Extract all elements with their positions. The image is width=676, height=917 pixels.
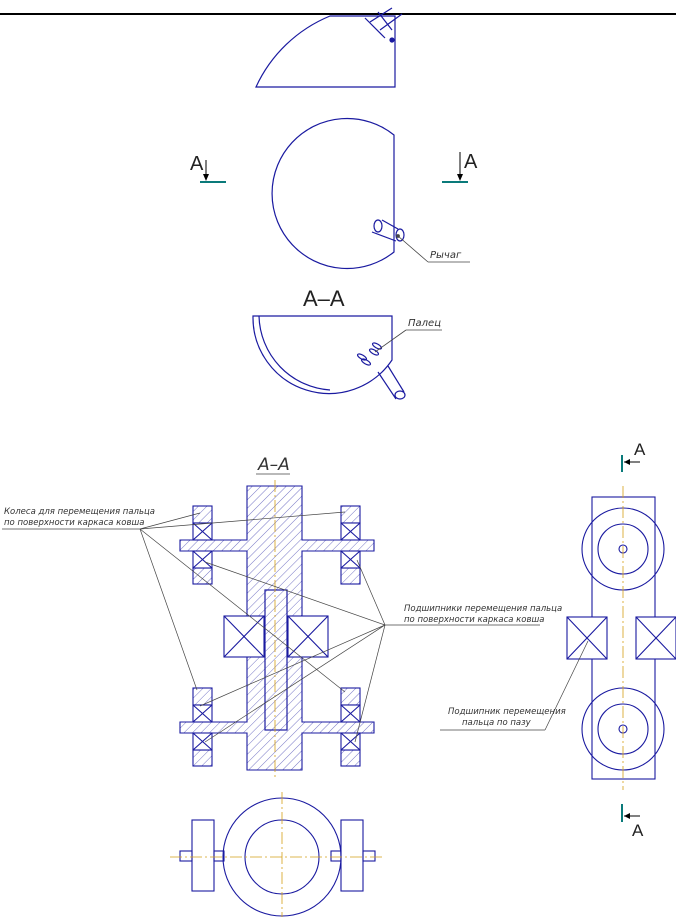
bearings-label-line1: Подшипники перемещения пальца xyxy=(404,604,562,614)
finger-leader xyxy=(374,329,442,353)
cut-letter-top: А xyxy=(634,440,646,459)
finger-label: Палец xyxy=(408,318,441,329)
side-cut-top: А xyxy=(621,440,646,472)
slot-bearing-label-line2: пальца по пазу xyxy=(462,718,532,728)
cutting-plane-right: A xyxy=(442,151,478,183)
cutting-plane-left: A xyxy=(190,153,226,183)
side-cut-bottom: А xyxy=(621,804,644,840)
bearings-label-line2: по поверхности каркаса ковша xyxy=(404,615,545,625)
lever-label: Рычаг xyxy=(430,250,462,261)
lever-plan-view xyxy=(271,117,405,270)
wheels-label-line1: Колеса для перемещения пальца xyxy=(4,507,155,517)
wheels-label-line2: по поверхности каркаса ковша xyxy=(4,518,145,528)
section-letter-left: A xyxy=(190,153,204,175)
bearings-leaders xyxy=(199,559,540,743)
assembly-title: А–А xyxy=(257,455,290,475)
section-view xyxy=(252,315,406,400)
top-partial-view xyxy=(255,7,403,88)
lever-leader xyxy=(396,234,470,263)
section-letter-right: A xyxy=(464,151,478,173)
assembly-section xyxy=(179,485,375,771)
wheels-leaders xyxy=(2,511,346,693)
slot-bearing-label-line1: Подшипник перемещения xyxy=(448,707,566,717)
cut-letter-bottom: А xyxy=(632,821,644,840)
slot-bearing-leader xyxy=(440,640,589,731)
side-view xyxy=(566,496,676,780)
section-title: А–А xyxy=(303,286,345,311)
